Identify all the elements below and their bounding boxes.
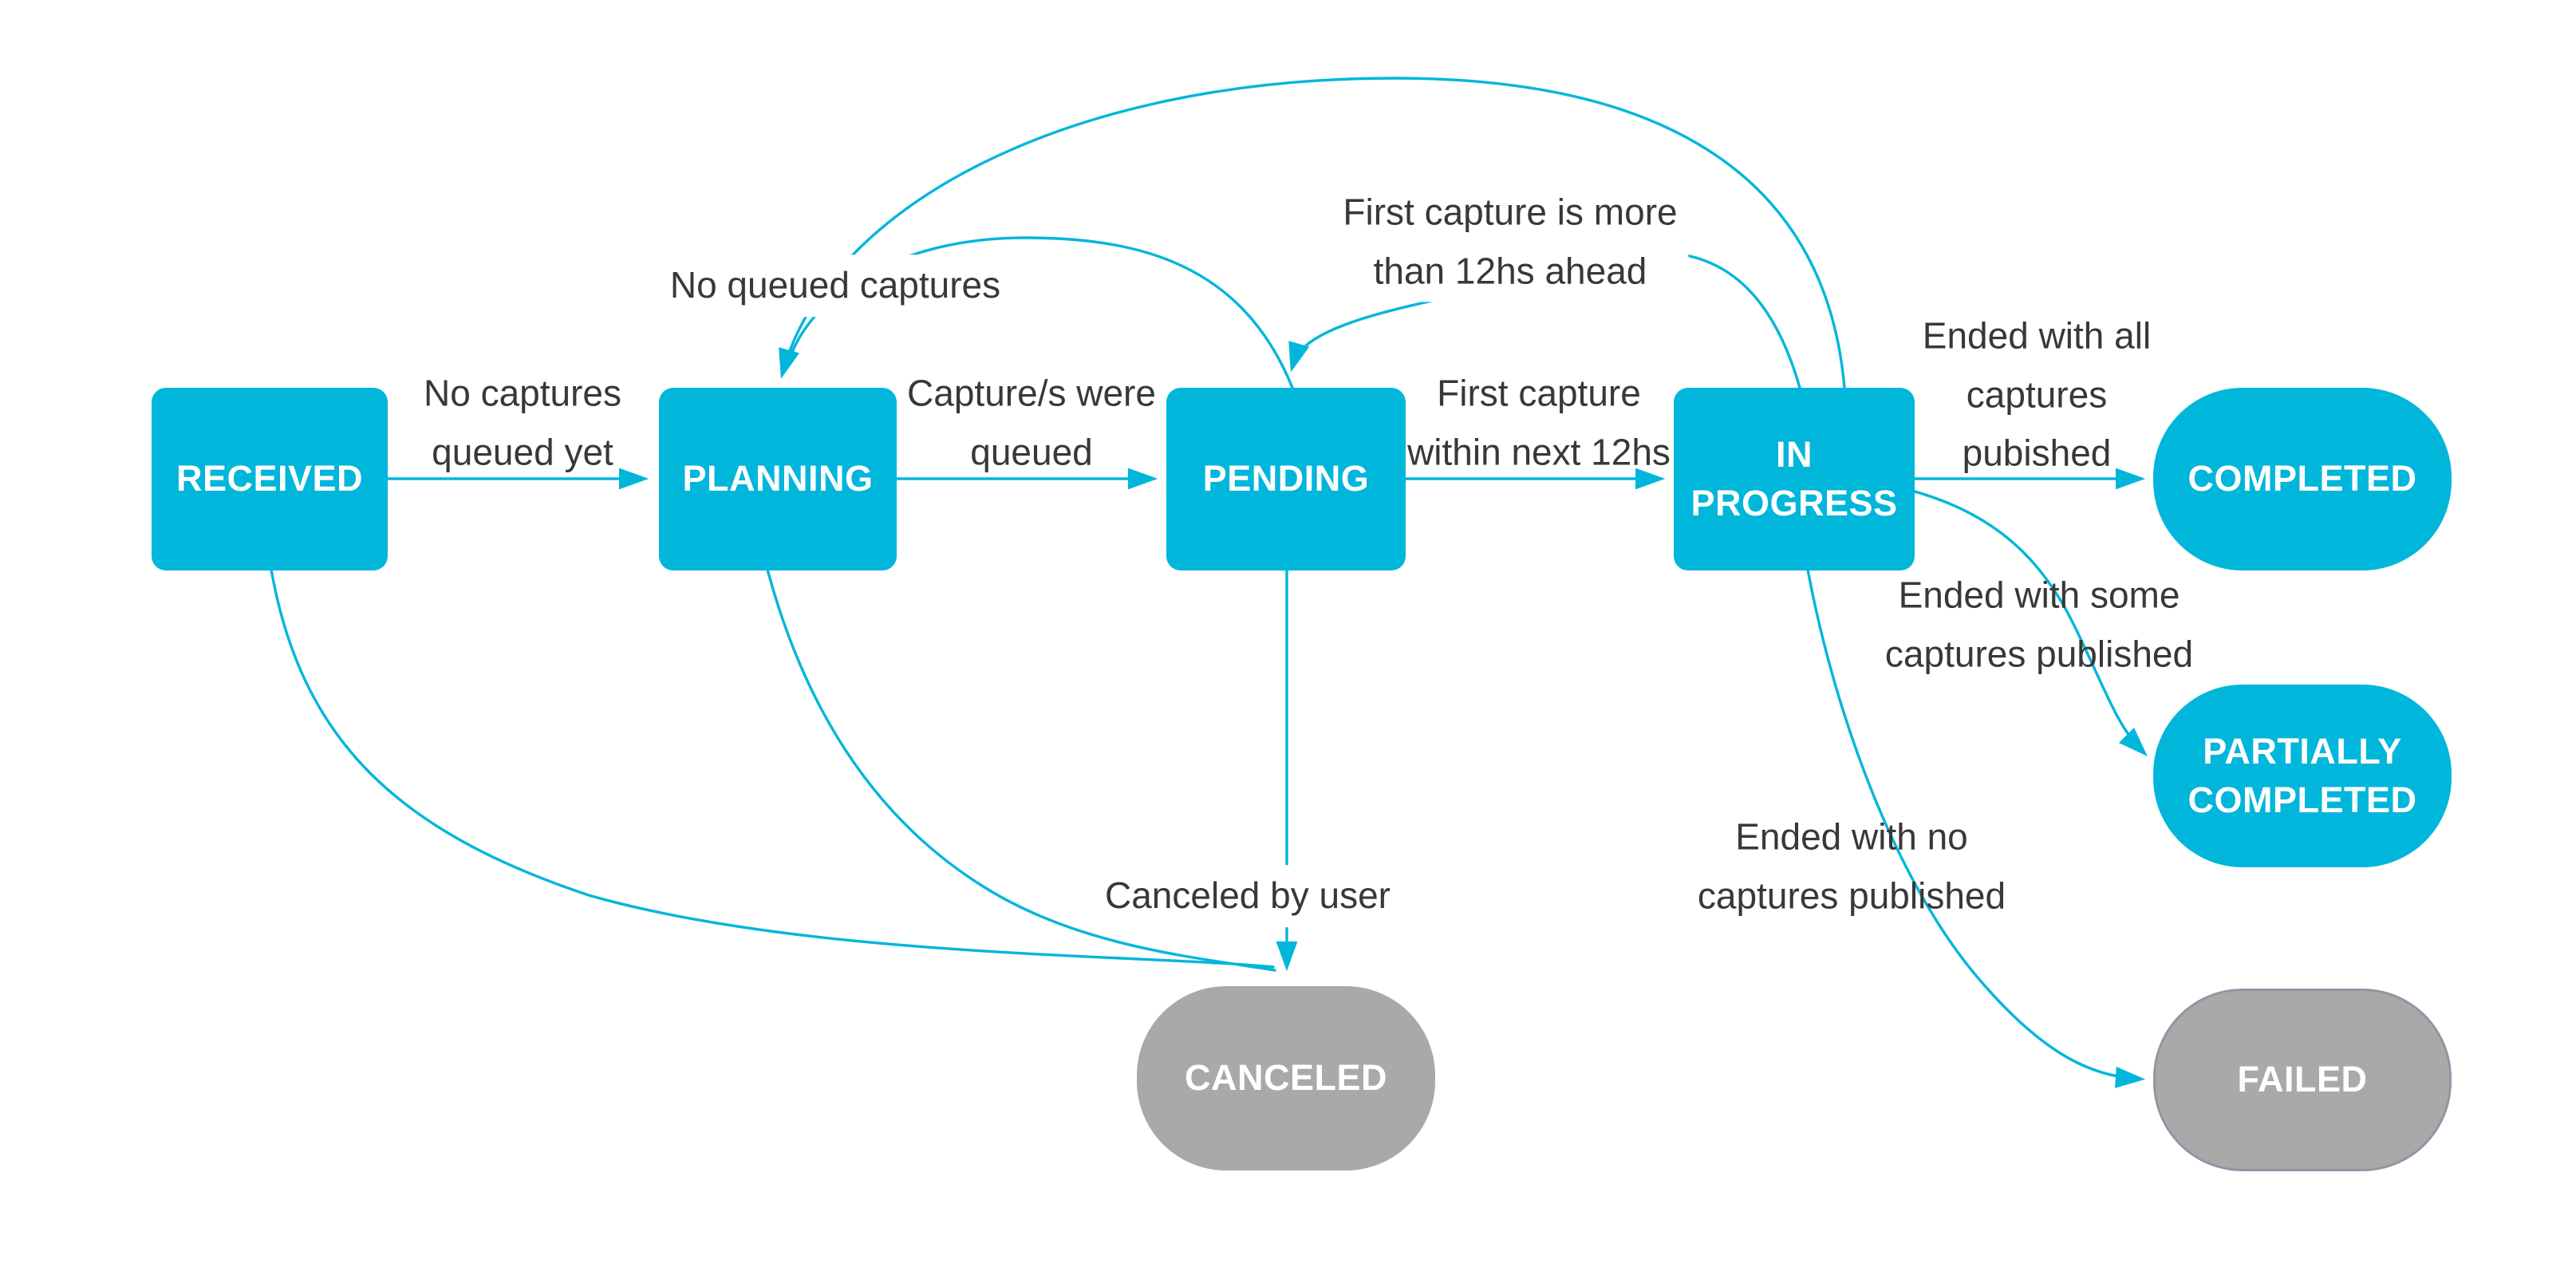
state-canceled-label: CANCELED — [1184, 1057, 1387, 1099]
edge-inprogress-to-planning-arc — [779, 77, 1846, 389]
state-pending-label: PENDING — [1202, 458, 1370, 499]
edge-label-ended-no-captures-published: Ended with no captures published — [1697, 815, 2006, 916]
edge-inprogress-to-failed — [1806, 568, 2146, 1088]
edge-label-first-capture-within-12hs: First capture within next 12hs — [1407, 372, 1671, 472]
state-in-progress: IN PROGRESS — [1674, 388, 1915, 570]
edge-label-first-capture-more-12hs-ahead: First capture is more than 12hs ahead — [1331, 181, 1689, 302]
edge-received-to-canceled — [270, 568, 1275, 969]
edge-label-captures-were-queued: Capture/s were queued — [907, 372, 1156, 472]
state-completed: COMPLETED — [2153, 388, 2452, 570]
state-received: RECEIVED — [152, 388, 388, 570]
state-canceled: CANCELED — [1137, 986, 1435, 1170]
state-planning-label: PLANNING — [682, 458, 874, 499]
edge-planning-to-canceled — [766, 568, 1276, 972]
edge-label-ended-some-captures-published: Ended with some captures published — [1884, 574, 2194, 674]
edge-inprogress-to-partially-completed — [1913, 490, 2148, 756]
state-planning: PLANNING — [659, 388, 897, 570]
edge-label-ended-all-captures-published: Ended with all captures pubished — [1922, 314, 2152, 474]
state-failed: FAILED — [2153, 989, 2452, 1171]
state-pending: PENDING — [1166, 388, 1406, 570]
state-received-label: RECEIVED — [176, 458, 364, 499]
state-failed-label: FAILED — [2237, 1059, 2368, 1100]
edge-label-no-captures-queued-yet: No captures queued yet — [423, 372, 622, 472]
state-partially-completed-label: PARTIALLY COMPLETED — [2187, 730, 2417, 820]
state-partially-completed: PARTIALLY COMPLETED — [2153, 685, 2452, 867]
state-completed-label: COMPLETED — [2187, 458, 2417, 499]
state-in-progress-label: IN PROGRESS — [1690, 433, 1898, 523]
edge-label-canceled-by-user: Canceled by user — [1094, 865, 1402, 927]
edge-label-no-queued-captures: No queued captures — [658, 255, 1012, 317]
